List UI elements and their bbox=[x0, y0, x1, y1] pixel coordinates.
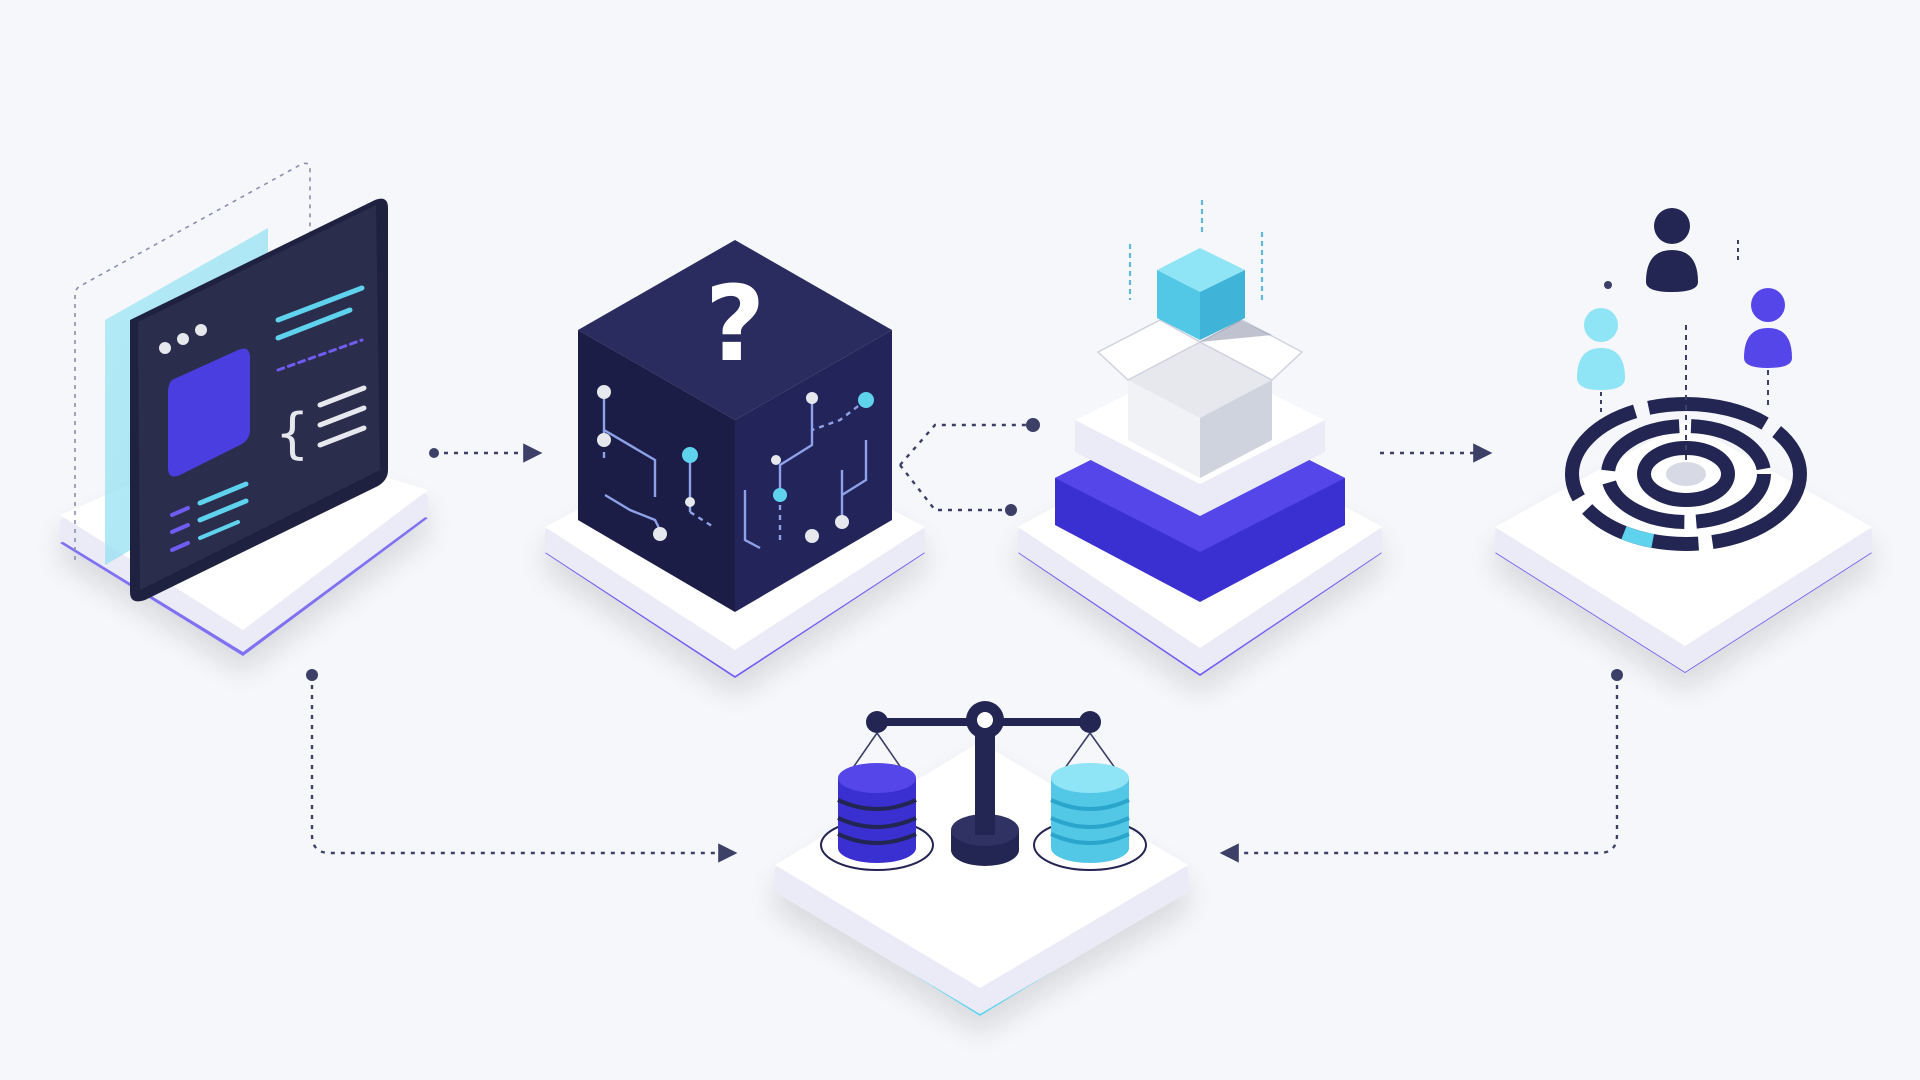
connector-target-to-balance bbox=[1219, 669, 1623, 863]
user-cyan-icon bbox=[1577, 308, 1625, 412]
connector-code-to-cube bbox=[429, 443, 543, 463]
question-cube-icon: ? bbox=[578, 240, 892, 612]
question-mark-glyph: ? bbox=[705, 263, 765, 385]
connector-code-to-balance bbox=[306, 669, 738, 863]
connector-cube-to-box bbox=[899, 418, 1040, 516]
node-targeting bbox=[1495, 208, 1872, 673]
cyan-coin-stack bbox=[1033, 763, 1147, 871]
user-indigo-icon bbox=[1744, 288, 1792, 410]
indigo-coin-stack bbox=[820, 763, 934, 871]
open-box-icon bbox=[1096, 319, 1304, 478]
user-navy-icon bbox=[1646, 208, 1698, 292]
code-window-icon: { bbox=[130, 198, 388, 602]
node-mystery-cube: ? bbox=[545, 240, 925, 678]
node-balance bbox=[775, 701, 1188, 1016]
code-brace-glyph: { bbox=[276, 402, 309, 465]
lift-guide-lines bbox=[1128, 200, 1264, 300]
target-users-icon bbox=[1565, 325, 1807, 551]
node-code-window: { bbox=[60, 162, 428, 656]
connectors bbox=[306, 418, 1623, 863]
marker-dot bbox=[1604, 281, 1612, 289]
balance-scale-icon bbox=[847, 701, 1121, 866]
node-unboxing bbox=[1018, 200, 1382, 676]
floating-cube-icon bbox=[1157, 248, 1245, 340]
